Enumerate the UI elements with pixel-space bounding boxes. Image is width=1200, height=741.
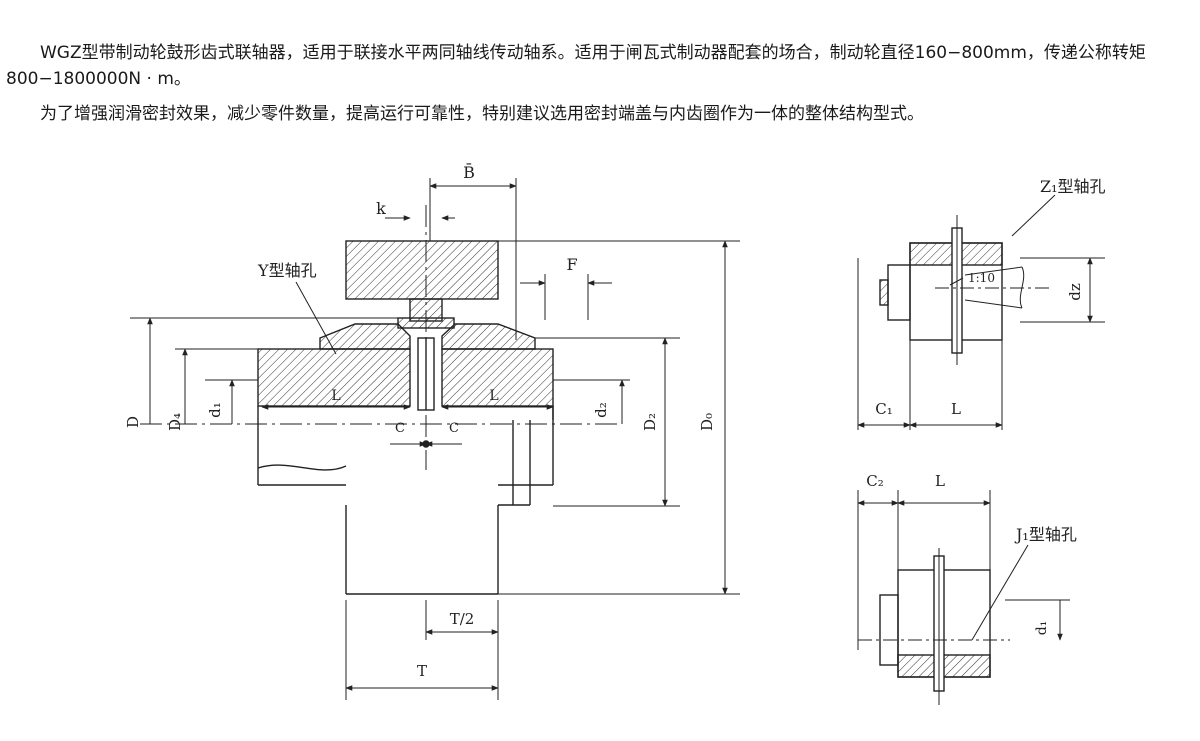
label-F: F	[566, 255, 577, 274]
z1-title: Z₁型轴孔	[1040, 177, 1106, 196]
label-T-half: T/2	[450, 610, 475, 628]
label-D2: D₂	[641, 413, 659, 431]
label-C-right: C	[449, 421, 459, 436]
label-d1: d₁	[206, 402, 224, 418]
j1-title: J₁型轴孔	[1014, 525, 1077, 544]
j1-bore-view	[857, 490, 1070, 705]
label-D0: D₀	[698, 413, 716, 431]
label-L-right: L	[489, 388, 498, 404]
label-D: D	[124, 416, 142, 428]
label-T: T	[417, 662, 427, 680]
label-C-left: C	[395, 421, 405, 436]
z1-bore-view	[857, 194, 1105, 430]
main-view	[130, 178, 740, 700]
label-d2: d₂	[592, 402, 610, 418]
left-hub	[257, 348, 411, 407]
right-hub	[441, 348, 554, 407]
j1-L: L	[935, 472, 945, 490]
label-D4: D₄	[166, 413, 184, 431]
intro-paragraph-1: WGZ型带制动轮鼓形齿式联轴器，适用于联接水平两同轴线传动轴系。适用于闸瓦式制动…	[6, 43, 1146, 89]
z1-L: L	[951, 400, 961, 418]
brake-wheel-rim	[345, 240, 499, 300]
z1-dz: dz	[1066, 283, 1084, 301]
right-flange	[441, 323, 536, 350]
j1-d1: d₁	[1034, 621, 1050, 636]
label-L-left: L	[331, 388, 340, 404]
label-Y-bore: Y型轴孔	[257, 261, 317, 280]
z1-C1: C₁	[875, 400, 893, 418]
left-flange	[319, 323, 411, 350]
label-B: B̄	[463, 161, 475, 182]
label-k: k	[376, 199, 386, 218]
j1-C2: C₂	[866, 472, 884, 490]
z1-taper: 1:10	[968, 271, 995, 285]
intro-paragraph-2: 为了增强润滑密封效果，减少零件数量，提高运行可靠性，特别建议选用密封端盖与内齿圈…	[40, 104, 924, 124]
